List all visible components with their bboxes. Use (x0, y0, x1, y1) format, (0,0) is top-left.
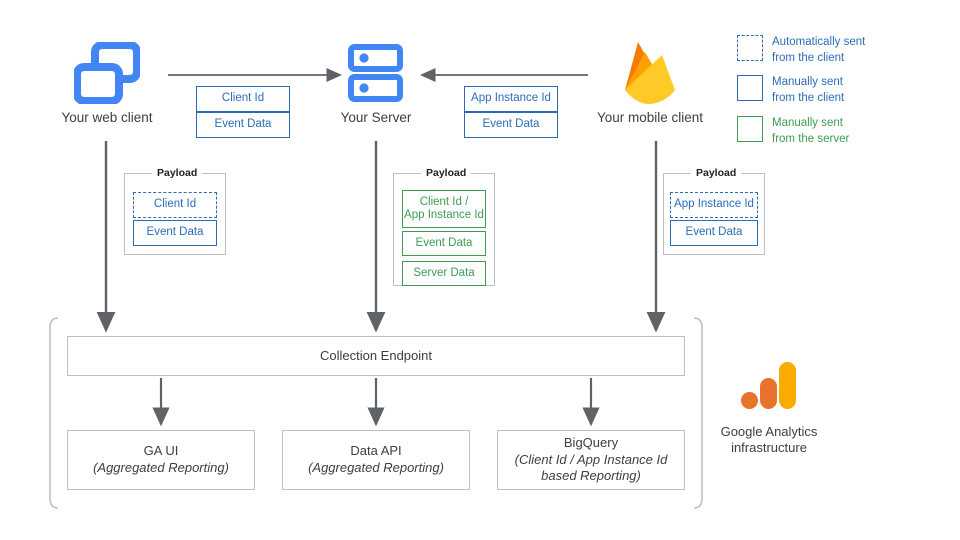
node-label-server: Your Server (340, 110, 412, 125)
legend-item-manual-client: Manually sent from the client (737, 75, 844, 106)
legend-label-manual-client: Manually sent from the client (772, 75, 844, 106)
output-title-bigquery: BigQuery (563, 434, 619, 450)
output-sub-bigquery-line2: based Reporting) (541, 468, 641, 484)
output-title-data-api: Data API (350, 443, 402, 459)
payload-item-client-id: Client Id (133, 192, 217, 218)
payload-item-app-instance-id: App Instance Id (670, 192, 758, 218)
node-label-web-client: Your web client (61, 110, 153, 125)
payload-title-server: Payload (421, 167, 472, 179)
ga-infrastructure-caption-line2: infrastructure (731, 440, 807, 455)
legend-label-line1: Manually sent (772, 76, 843, 88)
legend-label-line1: Automatically sent (772, 36, 866, 48)
payload-item-line1: Client Id / (419, 195, 469, 208)
payload-item-line2: App Instance Id (404, 209, 484, 221)
output-sub-ga-ui: (Aggregated Reporting) (93, 460, 229, 475)
legend-label-auto-client: Automatically sent from the client (772, 35, 865, 66)
legend-label-line2: from the client (772, 51, 845, 64)
transfer-chip-app-instance-id: App Instance Id (464, 86, 558, 112)
infrastructure-bracket-left (49, 317, 59, 509)
server-rack-icon (348, 44, 403, 102)
payload-group-web (124, 173, 226, 255)
legend-label-line2: from the server (772, 132, 850, 145)
legend-label-line2: from the client (772, 91, 845, 104)
legend-item-auto-client: Automatically sent from the client (737, 35, 865, 66)
infrastructure-bracket-right (693, 317, 703, 509)
legend-swatch-solid-green (737, 116, 763, 142)
payload-title-mobile: Payload (691, 167, 742, 179)
legend-label-line1: Manually sent (772, 117, 843, 129)
payload-title-web: Payload (152, 167, 203, 179)
transfer-chip-event-data: Event Data (196, 112, 290, 138)
output-sub-bigquery-line1: (Client Id / App Instance Id (514, 451, 668, 467)
payload-item-event-data-server: Event Data (402, 231, 486, 256)
node-label-mobile-client: Your mobile client (596, 110, 704, 125)
output-box-data-api: Data API (Aggregated Reporting) (282, 430, 470, 490)
payload-group-server (393, 173, 495, 286)
transfer-chip-event-data-mobile: Event Data (464, 112, 558, 138)
legend-item-manual-server: Manually sent from the server (737, 116, 849, 147)
payload-item-event-data-web: Event Data (133, 220, 217, 246)
payload-item-client-or-app-instance-id: Client Id / App Instance Id (402, 190, 486, 228)
output-sub-data-api: (Aggregated Reporting) (308, 460, 444, 475)
legend-swatch-dashed-blue (737, 35, 763, 61)
collection-endpoint-box: Collection Endpoint (67, 336, 685, 376)
payload-item-server-data: Server Data (402, 261, 486, 286)
legend-swatch-solid-blue (737, 75, 763, 101)
output-box-bigquery: BigQuery (Client Id / App Instance Id ba… (497, 430, 685, 490)
output-title-ga-ui: GA UI (143, 443, 179, 459)
output-box-ga-ui: GA UI (Aggregated Reporting) (67, 430, 255, 490)
google-analytics-logo (741, 362, 796, 409)
browser-windows-icon (74, 42, 140, 104)
ga-infrastructure-caption-line1: Google Analytics (720, 424, 818, 439)
legend-label-manual-server: Manually sent from the server (772, 116, 849, 147)
firebase-flame-icon (625, 42, 675, 104)
payload-item-event-data-mobile: Event Data (670, 220, 758, 246)
transfer-chip-client-id: Client Id (196, 86, 290, 112)
